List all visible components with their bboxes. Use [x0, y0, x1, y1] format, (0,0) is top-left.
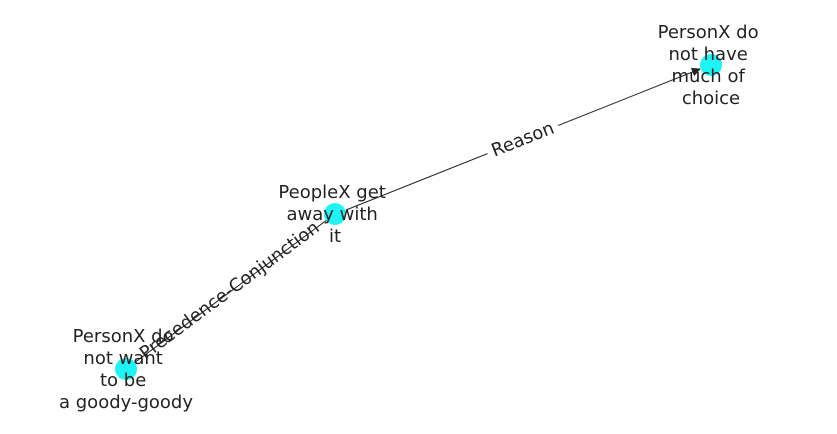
edge-precedence-conjunction	[125, 213, 336, 370]
node-n1-line-3: much of	[671, 66, 745, 87]
node-n1-line-4: choice	[682, 88, 740, 109]
node-n3-line-4: a goody-goody	[59, 392, 193, 413]
node-n3-line-1: PersonX do	[73, 326, 174, 347]
node-n1-circle[interactable]	[700, 54, 722, 76]
node-n3-line-2: not want	[83, 348, 162, 369]
node-n3-line-3: to be	[100, 370, 146, 391]
node-n1-line-1: PersonX do	[658, 22, 759, 43]
node-n2-line-1: PeopleX get	[278, 182, 385, 203]
node-n2-line-3: it	[329, 226, 341, 247]
edge-label-precedence-conjunction: Precedence-Conjunction	[136, 217, 324, 364]
edge-labels: Reason Precedence-Conjunction	[136, 113, 563, 364]
nodes	[115, 54, 722, 380]
node-n2-label: PeopleX get away with it	[278, 182, 391, 247]
node-n2-circle[interactable]	[324, 203, 346, 225]
node-n2-line-2: away with	[286, 204, 377, 225]
node-n1-label: PersonX do not have much of choice	[658, 22, 765, 109]
node-labels: PersonX do not have much of choice Peopl…	[59, 22, 765, 413]
edge-label-reason: Reason	[488, 118, 557, 162]
node-n1-line-2: not have	[668, 44, 747, 65]
edges	[125, 67, 701, 370]
node-n3-label: PersonX do not want to be a goody-goody	[59, 326, 193, 413]
node-n3-circle[interactable]	[115, 358, 137, 380]
